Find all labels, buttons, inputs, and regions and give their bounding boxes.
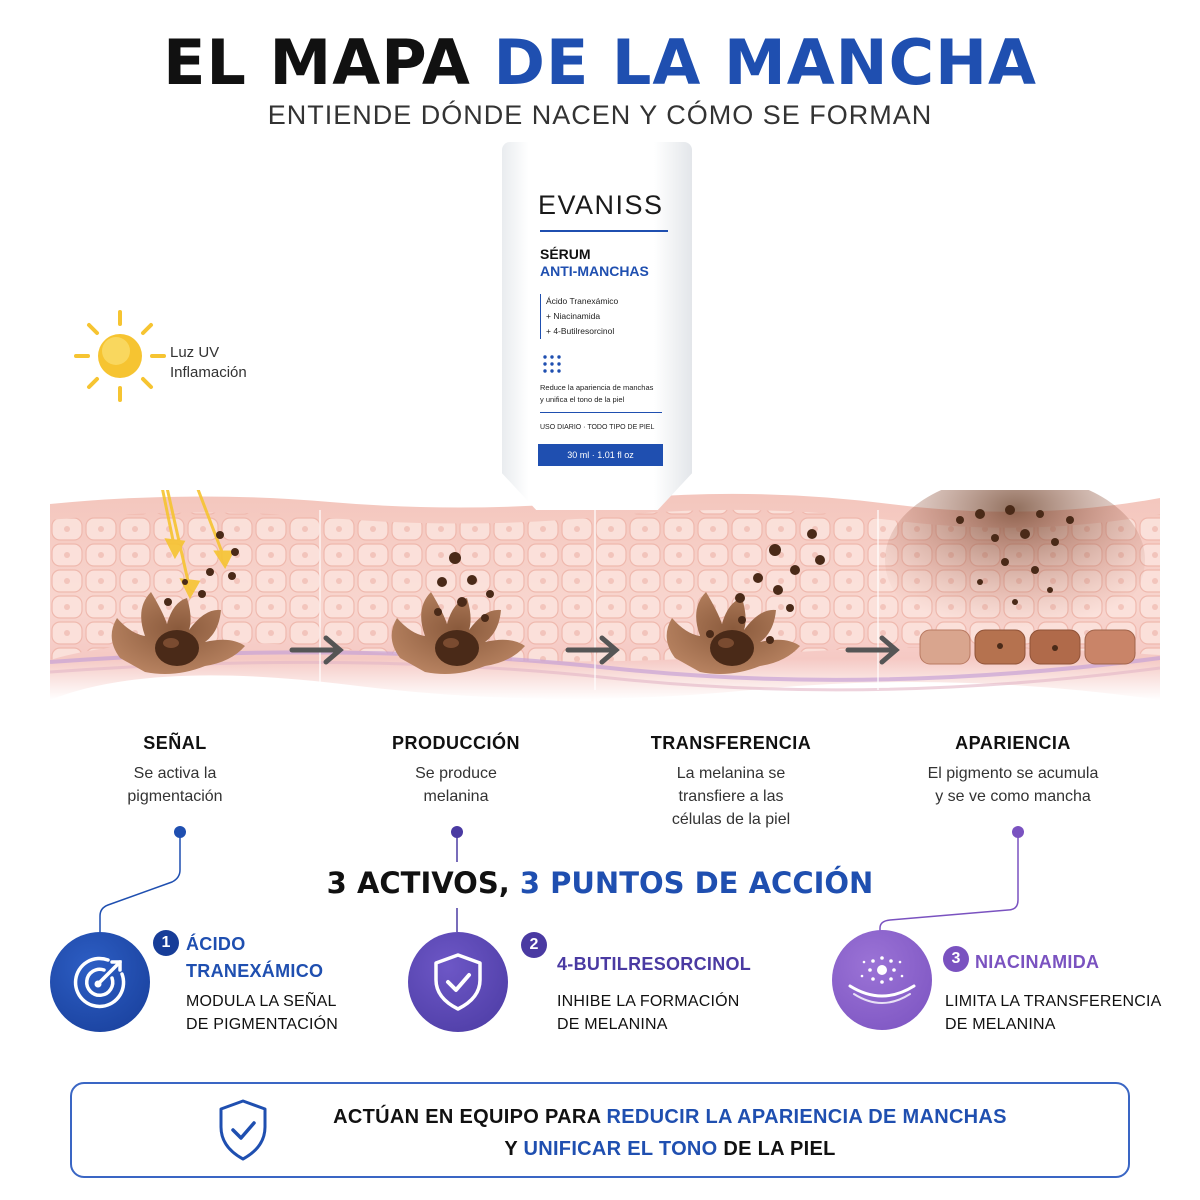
active-desc-line: INHIBE LA FORMACIÓN [557,993,740,1010]
active-desc-line: LIMITA LA TRANSFERENCIA [945,993,1162,1010]
active-desc-line: DE PIGMENTACIÓN [186,1016,339,1033]
active-desc-line: DE MELANINA [945,1016,1056,1033]
active-3-number-badge: 3 [943,946,969,972]
active-3-circle [832,930,932,1030]
active-desc-line: MODULA LA SEÑAL [186,993,337,1010]
step-transfer: TRANSFERENCIA La melanina se transfiere … [611,733,851,831]
melanocyte-production [391,592,525,674]
uv-rays [161,490,235,600]
connector-dot-3 [1012,826,1024,838]
sun-icon [74,310,166,402]
brand-divider [540,230,668,232]
step-title: APARIENCIA [955,733,1071,753]
step-title: SEÑAL [143,733,207,753]
step-description: Se activa la pigmentación [55,762,295,808]
step-connectors [99,826,1024,932]
actives-title-blue: 3 PUNTOS DE ACCIÓN [519,866,874,900]
connector-dot-1 [174,826,186,838]
actives-title-black: 3 ACTIVOS, [326,866,510,900]
product-size: 30 ml · 1.01 fl oz [538,444,663,466]
banner-line-2: Y UNIFICAR EL TONO DE LA PIEL [280,1133,1060,1165]
step-signal: SEÑAL Se activa la pigmentación [55,733,295,808]
claim-line-2: y unifica el tono de la piel [540,395,625,404]
ingredient-2: + Niacinamida [546,311,601,321]
melanocyte-signal [111,592,245,674]
skin-layer-particles-icon [848,956,916,1004]
active-name-line: NIACINAMIDA [975,952,1100,972]
step-desc-line: Se activa la [133,765,217,782]
active-1-number-badge: 1 [153,930,179,956]
banner-text-highlight: REDUCIR LA APARIENCIA DE MANCHAS [606,1106,1007,1128]
product-tube: EVANISS SÉRUM ANTI-MANCHAS Ácido Tranexá… [502,142,692,510]
banner-text-plain: DE LA PIEL [723,1138,836,1160]
sun-label-inflammation: Inflamación [170,364,247,381]
step-desc-line: melanina [423,788,489,805]
step-desc-line: El pigmento se acumula [927,765,1099,782]
step-title: PRODUCCIÓN [391,733,520,753]
step-arrow-3 [845,635,900,665]
product-usage: USO DIARIO · TODO TIPO DE PIEL [540,424,655,431]
product-ingredients: Ácido Tranexámico + Niacinamida + 4-Buti… [540,294,618,339]
page-title: EL MAPA DE LA MANCHA [0,28,1200,98]
summary-banner-text: ACTÚAN EN EQUIPO PARA REDUCIR LA APARIEN… [280,1101,1060,1165]
dot-grid-icon [543,355,561,373]
active-1-description: MODULA LA SEÑAL DE PIGMENTACIÓN [186,990,386,1036]
step-desc-line: Se produce [415,765,497,782]
active-2-number-badge: 2 [521,932,547,958]
active-name-line: TRANEXÁMICO [186,961,324,981]
step-desc-line: pigmentación [127,788,223,805]
title-part-blue: DE LA MANCHA [493,26,1037,99]
step-desc-line: La melanina se [676,765,786,782]
ingredient-3: + 4-Butilresorcinol [546,326,615,336]
claim-divider [540,412,662,413]
banner-text-plain: ACTÚAN EN EQUIPO PARA [333,1106,601,1128]
step-arrow-1 [289,635,344,665]
claim-line-1: Reduce la apariencia de manchas [540,383,654,392]
active-3-description: LIMITA LA TRANSFERENCIA DE MELANINA [945,990,1175,1036]
product-name: ANTI-MANCHAS [540,263,649,279]
dark-spot [885,490,1145,665]
step-description: Se produce melanina [336,762,576,808]
actives-title: 3 ACTIVOS, 3 PUNTOS DE ACCIÓN [0,866,1200,900]
page-subtitle: ENTIENDE DÓNDE NACEN Y CÓMO SE FORMAN [267,100,933,130]
step-arrow-2 [565,635,620,665]
product-claim: Reduce la apariencia de manchas y unific… [540,382,670,406]
melanocyte-transfer [666,592,800,674]
step-description: El pigmento se acumula y se ve como manc… [893,762,1133,808]
shield-check-icon [219,1099,267,1161]
active-2-description: INHIBE LA FORMACIÓN DE MELANINA [557,990,777,1036]
active-name-line: 4-BUTILRESORCINOL [557,954,752,974]
step-title: TRANSFERENCIA [650,733,812,753]
step-production: PRODUCCIÓN Se produce melanina [336,733,576,808]
banner-text-highlight: UNIFICAR EL TONO [523,1138,718,1160]
sun-label: Luz UV Inflamación [170,343,247,383]
banner-line-1: ACTÚAN EN EQUIPO PARA REDUCIR LA APARIEN… [280,1101,1060,1133]
product-brand: EVANISS [538,190,664,220]
step-desc-line: transfiere a las [678,788,784,805]
sun-label-uv: Luz UV [170,344,220,361]
product-type: SÉRUM [540,246,591,262]
shield-check-icon [434,953,482,1011]
active-3-name: NIACINAMIDA [975,949,1099,976]
step-desc-line: y se ve como mancha [935,788,1091,805]
ingredient-1: Ácido Tranexámico [546,296,619,306]
banner-text-plain: Y [504,1138,518,1160]
step-appearance: APARIENCIA El pigmento se acumula y se v… [893,733,1133,808]
target-radar-icon [73,956,126,1009]
title-part-black: EL MAPA [163,26,471,99]
active-1-name: ÁCIDO TRANEXÁMICO [186,931,356,985]
active-1-circle [50,932,150,1032]
skin-cross-section [50,490,1160,700]
active-name-line: ÁCIDO [186,934,246,954]
active-desc-line: DE MELANINA [557,1016,668,1033]
connector-dot-2 [451,826,463,838]
step-description: La melanina se transfiere a las células … [611,762,851,831]
active-2-circle [408,932,508,1032]
step-desc-line: células de la piel [671,811,791,828]
active-2-name: 4-BUTILRESORCINOL [557,951,751,978]
